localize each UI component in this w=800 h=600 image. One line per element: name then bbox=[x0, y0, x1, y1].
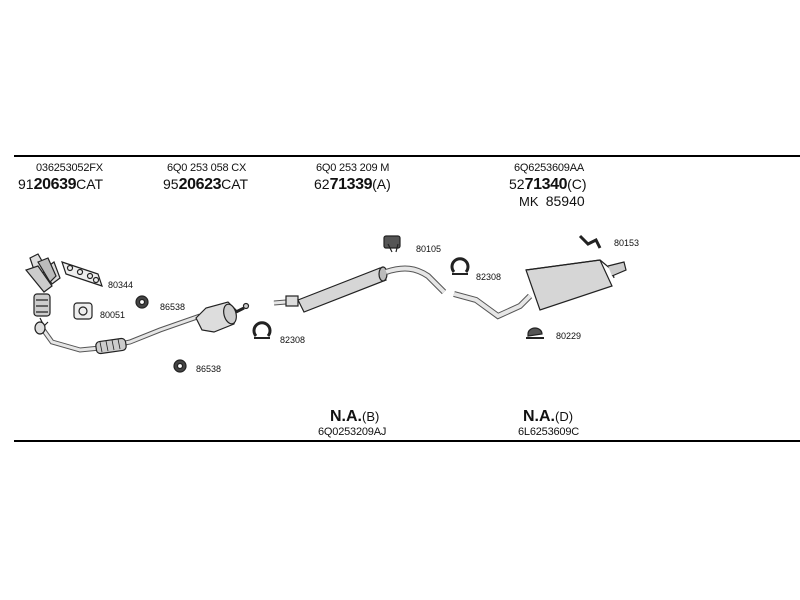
rubber-ring-icon bbox=[135, 295, 149, 309]
col2-article: 9520623CAT bbox=[163, 176, 248, 194]
pipe-clamp-icon bbox=[252, 321, 272, 339]
part-label-80105: 80105 bbox=[416, 244, 442, 254]
col3-suffix: (A) bbox=[372, 176, 391, 192]
na-code-b: 6Q0253209AJ bbox=[318, 426, 387, 438]
na-label-b: N.A. bbox=[330, 408, 362, 425]
manifold-gasket-icon bbox=[61, 261, 103, 287]
top-divider bbox=[14, 155, 800, 157]
na-item-d: N.A.(D) bbox=[523, 408, 573, 426]
na-code-d: 6L6253609C bbox=[518, 426, 580, 438]
col1-number: 20639 bbox=[33, 176, 77, 193]
na-tag-d: (D) bbox=[555, 409, 574, 424]
col4-prefix: 52 bbox=[509, 176, 525, 192]
bracket-hanger-icon bbox=[578, 234, 602, 249]
col3-code: 6Q0 253 209 M bbox=[316, 162, 390, 174]
col1-suffix: CAT bbox=[76, 176, 104, 192]
bottom-divider bbox=[14, 440, 800, 442]
col2-suffix: CAT bbox=[221, 176, 249, 192]
col1-prefix: 91 bbox=[18, 176, 34, 192]
part-label-82308-a: 82308 bbox=[280, 335, 306, 345]
col4-article: 5271340(C) bbox=[509, 176, 587, 194]
part-label-82308-b: 82308 bbox=[476, 272, 502, 282]
part-label-86538-b: 86538 bbox=[196, 364, 222, 374]
col4-number: 71340 bbox=[524, 176, 568, 193]
part-label-80344: 80344 bbox=[108, 280, 134, 290]
na-item-b: N.A.(B) bbox=[330, 408, 379, 426]
middle-silencer-icon bbox=[273, 265, 447, 313]
na-tag-b: (B) bbox=[362, 409, 380, 424]
col1-article: 9120639CAT bbox=[18, 176, 103, 194]
col1-code: 036253052FX bbox=[36, 162, 103, 174]
col4-extra: MK 85940 bbox=[519, 193, 585, 209]
col4-suffix: (C) bbox=[567, 176, 587, 192]
part-label-80051: 80051 bbox=[100, 310, 126, 320]
col2-number: 20623 bbox=[178, 176, 222, 193]
rubber-mount-icon bbox=[526, 327, 544, 339]
col2-prefix: 95 bbox=[163, 176, 179, 192]
rear-silencer-icon bbox=[453, 259, 627, 320]
col4-extra-prefix: MK bbox=[519, 194, 539, 209]
col3-prefix: 62 bbox=[314, 176, 330, 192]
col3-number: 71339 bbox=[329, 176, 373, 193]
rubber-hanger-icon bbox=[383, 235, 401, 253]
na-label-d: N.A. bbox=[523, 408, 555, 425]
part-label-80153: 80153 bbox=[614, 238, 640, 248]
col4-code: 6Q6253609AA bbox=[514, 162, 584, 174]
flange-gasket-icon bbox=[73, 302, 93, 320]
pipe-clamp-icon-2 bbox=[450, 257, 470, 275]
exhaust-manifold-icon bbox=[24, 253, 61, 328]
col3-article: 6271339(A) bbox=[314, 176, 391, 194]
catalytic-converter-icon bbox=[195, 301, 250, 333]
part-label-80229: 80229 bbox=[556, 331, 582, 341]
part-label-86538-a: 86538 bbox=[160, 302, 186, 312]
rubber-ring-icon-2 bbox=[173, 359, 187, 373]
col4-extra-number: 85940 bbox=[545, 193, 585, 209]
front-pipe-icon bbox=[34, 313, 201, 355]
col2-code: 6Q0 253 058 CX bbox=[167, 162, 247, 174]
